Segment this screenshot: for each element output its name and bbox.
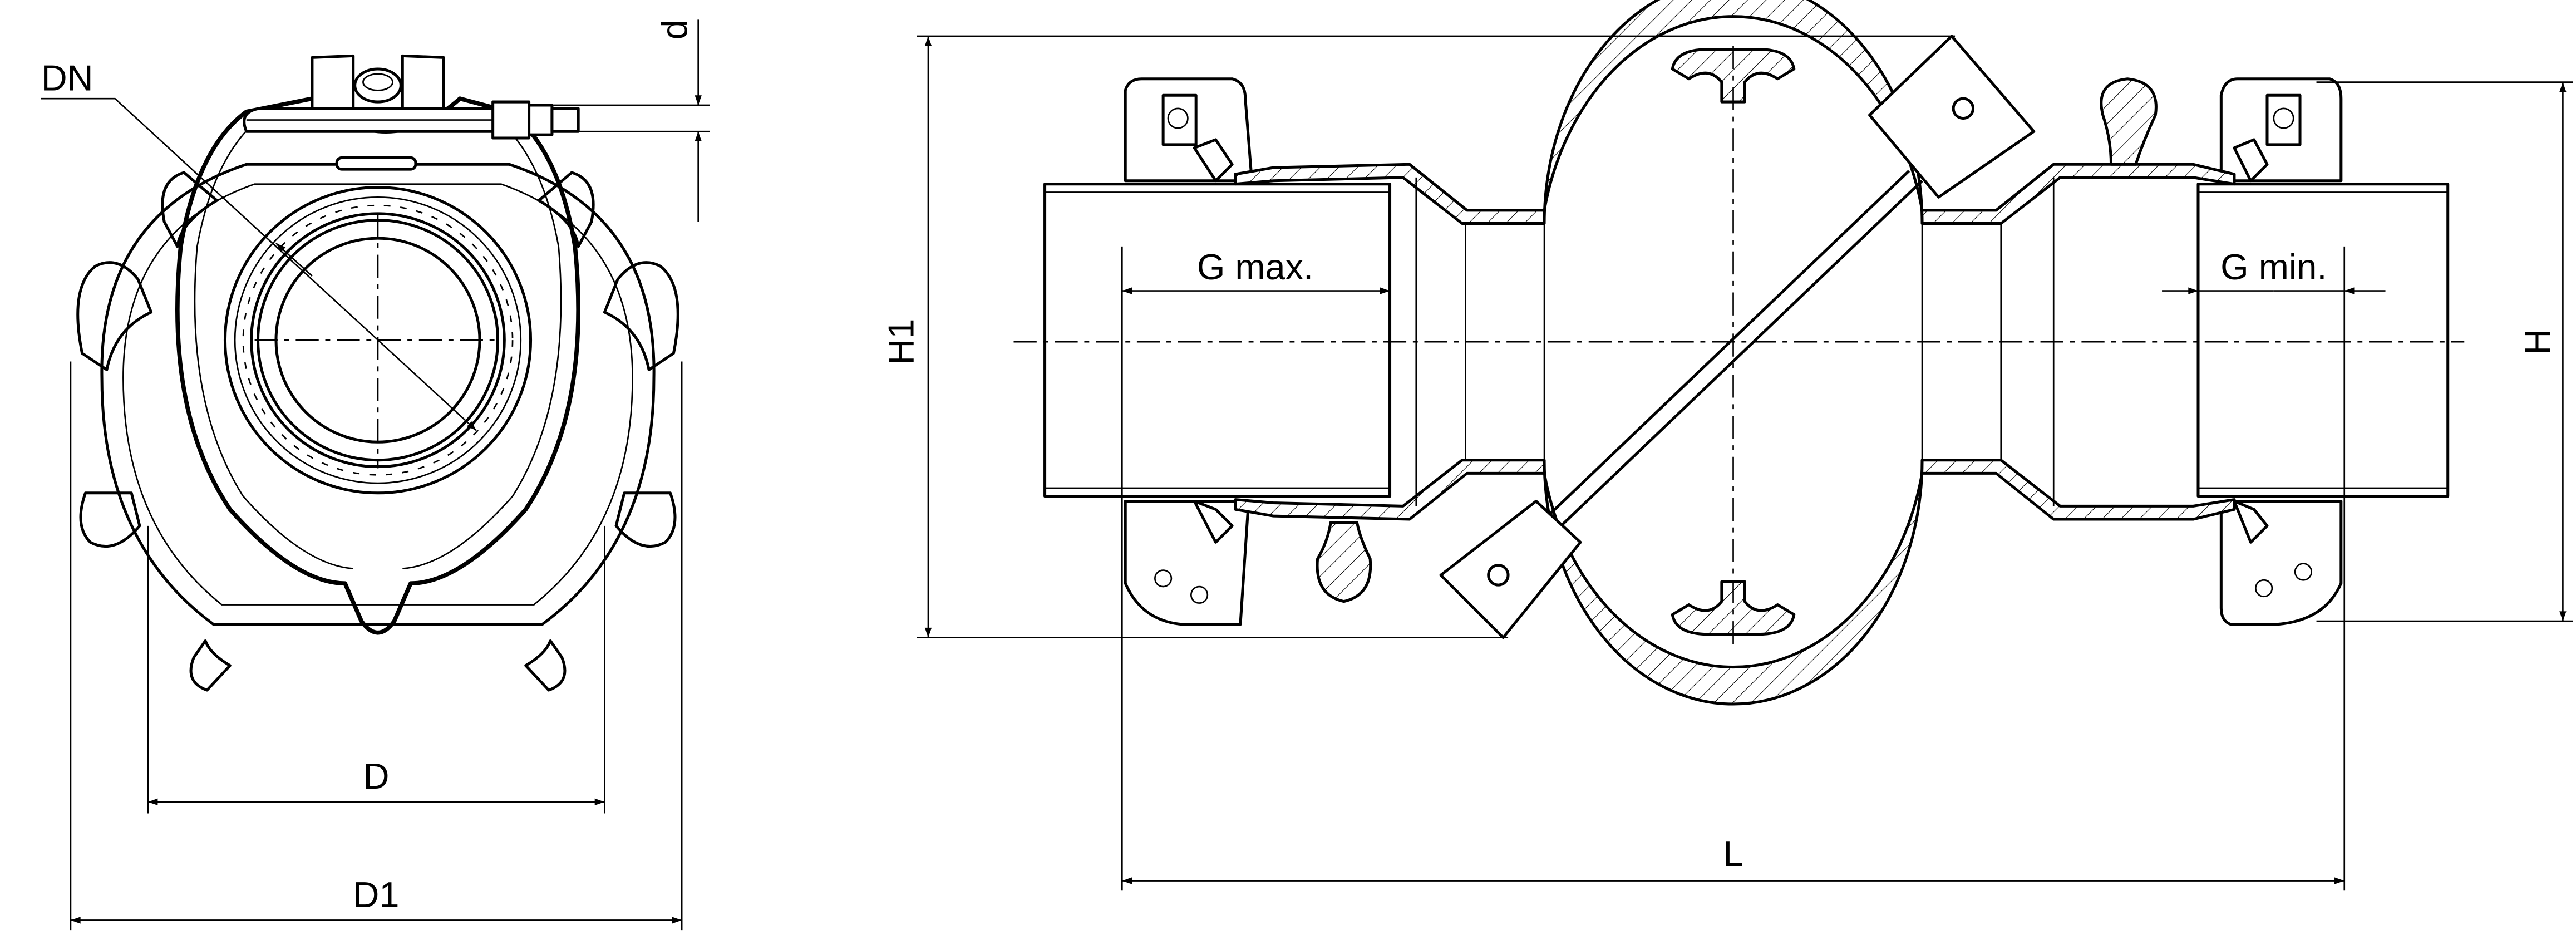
D-label: D xyxy=(363,756,390,796)
g-min-label: G min. xyxy=(2220,247,2327,287)
butterfly-disc xyxy=(1439,35,2036,639)
d-label: d xyxy=(654,19,695,40)
g-min-dimension: G min. xyxy=(2162,247,2386,294)
nut xyxy=(491,100,531,140)
left-pipe xyxy=(1043,183,1392,498)
top-bolt-housing xyxy=(243,54,580,171)
top-right-lug xyxy=(2100,77,2158,166)
h-dimension: H xyxy=(2316,81,2573,622)
end-view: DN d D D1 xyxy=(41,19,710,931)
D1-label: D1 xyxy=(353,874,400,915)
d-dimension: d xyxy=(542,19,710,222)
dn-dimension: DN xyxy=(41,57,477,431)
d-outer-dimension: D xyxy=(147,525,605,814)
g-max-label: G max. xyxy=(1197,247,1313,287)
d1-dimension: D1 xyxy=(70,361,683,931)
H-label: H xyxy=(2517,329,2558,355)
bottom-left-lug xyxy=(1316,521,1372,603)
h1-dimension: H1 xyxy=(880,35,1956,638)
sleeve-body-upper xyxy=(1234,0,2236,225)
l-dimension: L xyxy=(1121,246,2346,891)
upper-bracket xyxy=(1868,35,2036,199)
lower-bracket xyxy=(1439,500,1582,639)
body-outline xyxy=(100,163,656,626)
side-section-view: H1 H L G max. G min. xyxy=(880,0,2573,891)
L-label: L xyxy=(1723,833,1743,874)
g-max-dimension: G max. xyxy=(1122,247,1390,294)
grip-ring-outer xyxy=(223,186,533,495)
clamp-housings xyxy=(1124,77,2343,626)
H1-label: H1 xyxy=(880,319,921,365)
right-pipe xyxy=(2196,183,2450,498)
bottom-flange xyxy=(1671,580,1796,636)
dn-label: DN xyxy=(41,57,93,98)
